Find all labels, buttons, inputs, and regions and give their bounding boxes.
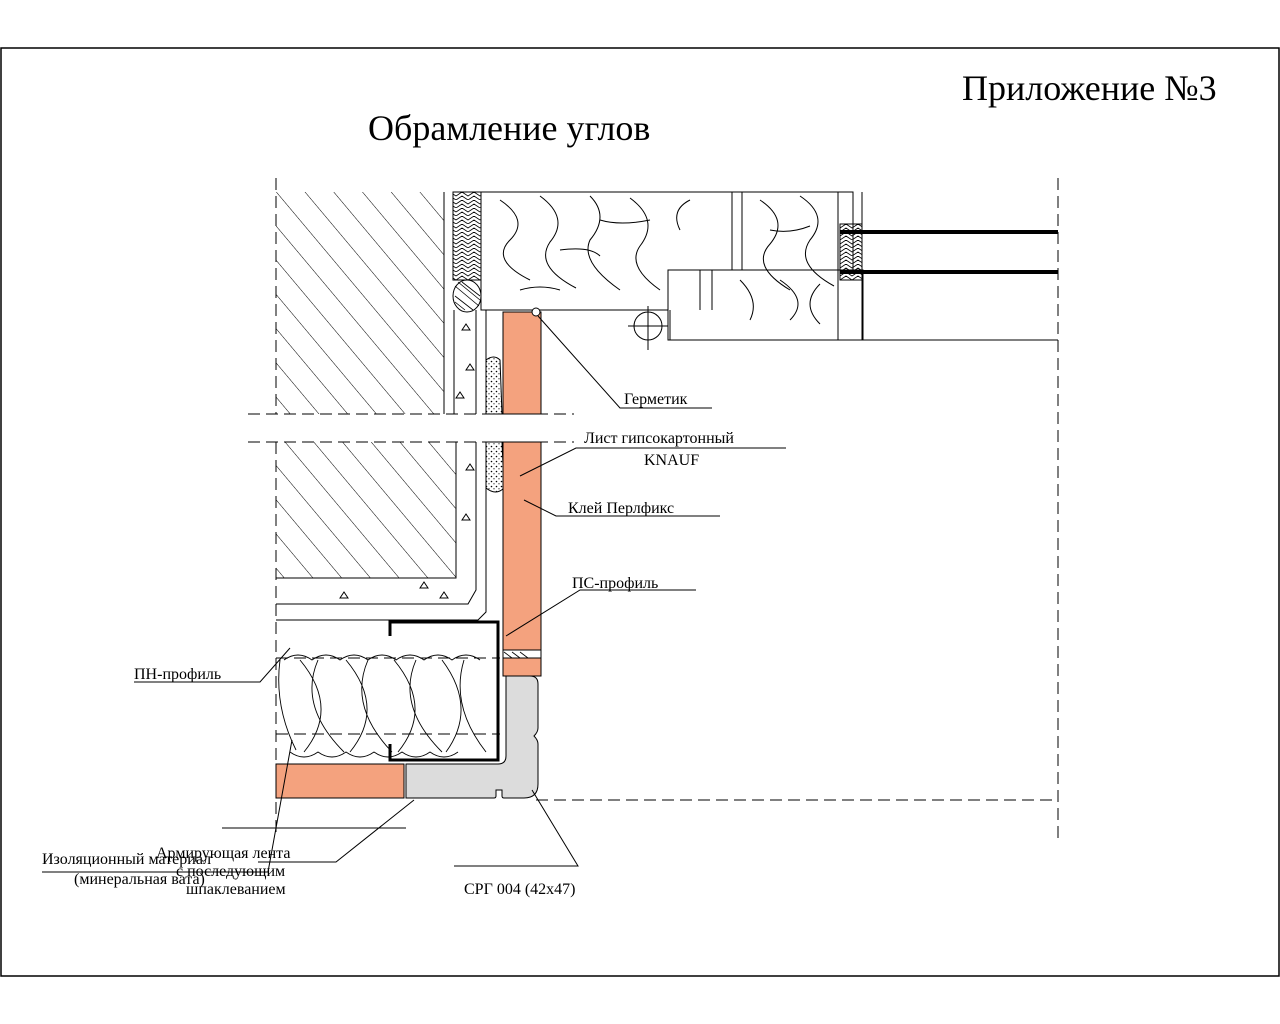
label-drywall-line1: Лист гипсокартонный: [584, 430, 734, 447]
sheet-frame: [0, 47, 1280, 977]
label-pn-profile: ПН-профиль: [134, 666, 221, 683]
label-glue: Клей Перлфикс: [568, 500, 674, 517]
anchor-fastener-symbol: [628, 306, 668, 350]
drywall-sheet-horizontal: [275, 763, 405, 799]
break-lines: [248, 178, 1059, 838]
pn-profile: [388, 620, 500, 762]
mineral-wool-insulation: [278, 654, 487, 758]
label-tape-line2: с последующим: [176, 863, 285, 880]
drawing-title: Обрамление углов: [368, 108, 650, 148]
glazing-unit: [839, 223, 1058, 341]
window-frame: [480, 191, 864, 341]
drywall-sheet-vertical: [502, 311, 542, 677]
appendix-title: Приложение №3: [962, 68, 1217, 108]
label-corner-profile: СРГ 004 (42х47): [464, 881, 575, 898]
perlfix-glue: [485, 356, 505, 493]
label-tape-line3: шпаклеванием: [186, 881, 286, 898]
label-insulation-line1: Изоляционный материал: [42, 851, 211, 868]
label-ps-profile: ПС-профиль: [572, 575, 658, 592]
label-insulation-line2: (минеральная вата): [74, 871, 205, 888]
leader-lines: [42, 315, 786, 873]
masonry-upper: [276, 192, 445, 414]
corner-profile-srg: [405, 675, 539, 799]
sealant-bead: [531, 307, 541, 317]
masonry-lower: [276, 442, 457, 579]
ps-profile-lip: [502, 649, 542, 659]
label-tape-line1: Армирующая лента: [156, 845, 290, 862]
label-drywall-line2: KNAUF: [644, 452, 699, 469]
label-sealant: Герметик: [624, 391, 688, 408]
